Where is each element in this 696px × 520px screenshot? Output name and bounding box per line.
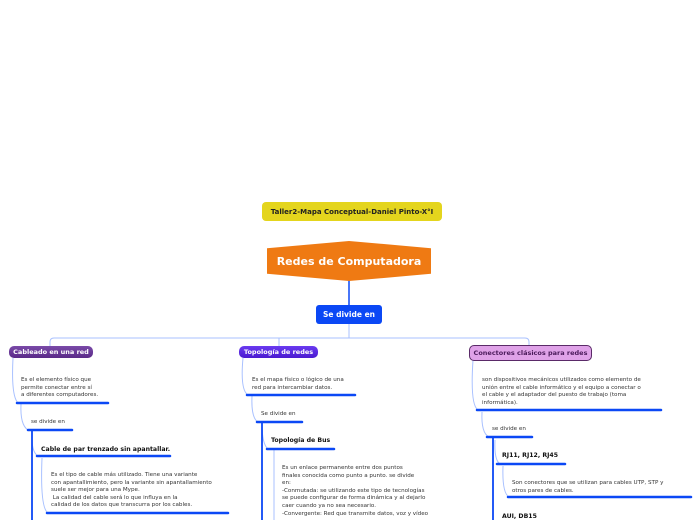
map-title[interactable]: Taller2-Mapa Conceptual-Daniel Pinto-X°I	[262, 202, 442, 221]
central-topic[interactable]: Redes de Computadora	[267, 241, 431, 281]
link-label[interactable]: se divide en	[31, 419, 65, 425]
topic-cableado[interactable]: Cableado en una red	[9, 346, 93, 358]
subtopic-description[interactable]: Es un enlace permanente entre dos puntos…	[282, 465, 429, 517]
root-link-label[interactable]: Se divide en	[316, 305, 382, 324]
subtopic[interactable]: Topología de Bus	[271, 437, 331, 444]
subtopic[interactable]: AUI, DB15	[502, 513, 537, 520]
subtopic[interactable]: RJ11, RJ12, RJ45	[502, 452, 559, 459]
topic-topologia[interactable]: Topología de redes	[239, 346, 318, 358]
topic-description[interactable]: Es el mapa físico o lógico de una red pa…	[252, 377, 344, 391]
link-label[interactable]: Se divide en	[261, 411, 296, 417]
link-label[interactable]: se divide en	[492, 426, 526, 432]
subtopic-description[interactable]: Es el tipo de cable más utilizado. Tiene…	[51, 472, 212, 509]
subtopic[interactable]: Cable de par trenzado sin apantallar.	[41, 446, 171, 453]
subtopic-description[interactable]: Son conectores que se utilizan para cabl…	[512, 480, 664, 494]
topic-description[interactable]: son dispositivos mecánicos utilizados co…	[482, 377, 641, 406]
topic-description[interactable]: Es el elemento físico que permite conect…	[21, 377, 99, 399]
topic-conectores[interactable]: Conectores clásicos para redes	[469, 345, 592, 361]
